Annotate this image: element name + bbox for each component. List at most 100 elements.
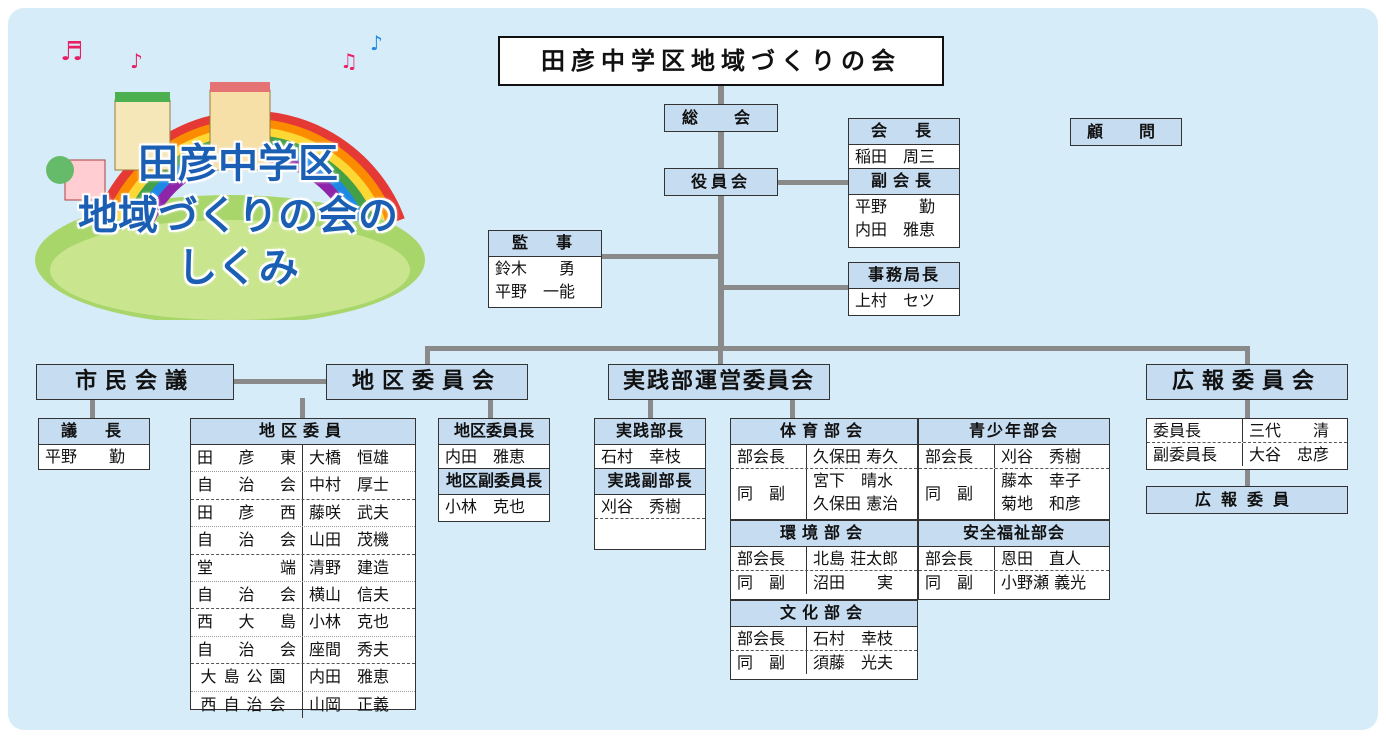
chikuiin-area-char: 会	[279, 639, 296, 659]
bunka-title: 文化部会	[731, 601, 917, 627]
drop-taiiku	[790, 398, 795, 418]
svg-text:♬: ♬	[60, 37, 83, 67]
kouhoiin-label: 広報委員	[1146, 486, 1348, 514]
drop-kouhoiin	[1245, 398, 1250, 418]
fukukaicho-title: 副会長	[849, 168, 959, 195]
chikuiin-area-char: 自	[197, 475, 214, 495]
fukukaicho-name-2: 内田 雅恵	[855, 220, 936, 239]
chikuiin-area: 自治会	[191, 472, 303, 499]
chikuiin-area-char: 東	[279, 448, 296, 467]
chikuiin-area-char: 端	[279, 557, 296, 577]
svg-text:♪: ♪	[370, 31, 383, 55]
line-shimin-chiku	[232, 379, 327, 384]
kanji-name-2: 平野 一能	[495, 282, 576, 301]
seishonen-name-3: 菊地 和彦	[1001, 494, 1082, 513]
kouho-name-2: 大谷 忠彦	[1249, 445, 1330, 464]
seishonen-box: 青少年部会 部会長刈谷 秀樹 同 副藤本 幸子菊地 和彦	[918, 418, 1110, 520]
drop-gicho	[90, 398, 95, 418]
kanji-title: 監 事	[489, 231, 601, 257]
chikuiin-area: 自治会	[191, 636, 303, 664]
chikuiincho-box: 地区委員長 内田 雅恵 地区副委員長 小林 克也	[438, 418, 550, 522]
taiiku-title: 体育部会	[731, 419, 917, 445]
chikuiin-name: 山岡 正義	[309, 694, 390, 714]
kouho-name-1: 三代 清	[1249, 421, 1330, 440]
logo-illustration: ♬ ♪ ♫ ♪	[35, 31, 425, 320]
seishonen-role-2: 同 副	[919, 469, 995, 519]
chikuiin-row: 田彦東大橋 恒雄	[191, 445, 415, 472]
kankyo-name-2: 沼田 実	[813, 573, 894, 592]
bukai-grid: 体育部会 部会長久保田 寿久 同 副宮下 晴水久保田 憲治 青少年部会 部会長 刈…	[730, 418, 1110, 680]
chikuiin-name: 山田 茂機	[309, 530, 390, 550]
seishonen-name-2: 藤本 幸子	[1001, 471, 1082, 490]
gicho-box: 議 長 平野 勤	[38, 418, 150, 470]
chikuiin-area: 西大島	[191, 609, 303, 636]
chikuiin-name: 内田 雅恵	[309, 667, 390, 687]
chikuiin-area-char: 西	[197, 612, 214, 632]
taiiku-name-3: 久保田 憲治	[813, 494, 899, 513]
chikuiin-area-char: 大島公園	[200, 667, 293, 687]
chikufukuiincho-name: 小林 克也	[445, 497, 526, 516]
anzen-title: 安全福祉部会	[919, 521, 1109, 547]
kankyo-title: 環境部会	[731, 521, 917, 547]
jissen-box: 実践部運営委員会	[608, 364, 830, 400]
fukukaicho-name-1: 平野 勤	[855, 197, 936, 216]
chikuiin-name: 座間 秀夫	[309, 639, 390, 659]
jissenbucho-title: 実践部長	[595, 419, 705, 445]
org-title: 田彦中学区地域づくりの会	[498, 36, 944, 86]
chikuiinkai-box: 地区委員会	[326, 364, 528, 400]
svg-text:♪: ♪	[130, 49, 143, 73]
chikuiin-area: 自治会	[191, 581, 303, 609]
line-jimukyoku	[720, 285, 850, 290]
kaicho-name: 稲田 周三	[855, 147, 936, 166]
chikuiin-area-char: 治	[238, 639, 255, 659]
chikuiin-area: 大島公園	[191, 664, 303, 691]
jimukyokucho-title: 事務局長	[849, 263, 959, 289]
shiminkaigi-box: 市民会議	[36, 364, 234, 400]
chikuiin-name: 横山 信夫	[309, 584, 390, 604]
drop-jissen	[718, 346, 723, 368]
anzen-box: 安全福祉部会 部会長恩田 直人 同 副小野瀬 義光	[918, 520, 1110, 600]
jissenbucho-name: 石村 幸枝	[601, 447, 682, 466]
chikuiin-row: 自治会中村 厚士	[191, 471, 415, 499]
drop-chiku	[425, 346, 430, 368]
kaicho-box: 会 長 稲田 周三 副会長 平野 勤 内田 雅恵	[848, 118, 960, 248]
chikuiin-area-char: 自	[197, 530, 214, 550]
chikuiin-area: 自治会	[191, 527, 303, 554]
kouho-role-1: 委員長	[1147, 419, 1243, 442]
chikuiin-area-char: 治	[238, 475, 255, 495]
chikuiin-row: 堂端清野 建造	[191, 553, 415, 581]
chikuiin-row: 自治会横山 信夫	[191, 580, 415, 609]
gicho-title: 議 長	[39, 419, 149, 445]
chikuiin-area-char	[239, 555, 255, 581]
seishonen-title: 青少年部会	[919, 419, 1109, 445]
kankyo-box: 環境部会 部会長北島 荘太郎 同 副沼田 実	[730, 520, 918, 600]
anzen-name-1: 恩田 直人	[1001, 549, 1082, 568]
chikuiin-name: 藤咲 武夫	[309, 502, 390, 522]
drop-kouhoiin2	[1245, 468, 1250, 488]
chikuiincho-name: 内田 雅恵	[445, 447, 526, 466]
kouho-box: 広報委員会	[1146, 364, 1348, 400]
jissenbucho-box: 実践部長 石村 幸枝 実践副部長 刈谷 秀樹	[594, 418, 706, 550]
kankyo-role-2: 同 副	[731, 571, 807, 594]
chikuiincho-title: 地区委員長	[439, 419, 549, 445]
logo-title: 田彦中学区 地域づくりの会の しくみ	[58, 138, 418, 294]
svg-text:♫: ♫	[340, 49, 358, 73]
chikuiin-area: 西自治会	[191, 691, 303, 718]
chikuiin-row: 大島公園内田 雅恵	[191, 663, 415, 691]
kankyo-name-1: 北島 荘太郎	[813, 549, 899, 568]
chikuiin-area-char: 彦	[238, 502, 255, 522]
jissenfukubucho-name: 刈谷 秀樹	[601, 497, 682, 516]
trunk-line	[718, 84, 724, 350]
chikuiin-row: 自治会山田 茂機	[191, 526, 415, 554]
soukai-label: 総 会	[664, 104, 778, 132]
chikuiin-area-char: 会	[279, 530, 296, 550]
seishonen-name-1: 刈谷 秀樹	[1001, 447, 1082, 466]
anzen-role-1: 部会長	[919, 547, 995, 570]
chikuiin-area-char: 治	[238, 584, 255, 604]
chikuiin-title: 地区委員	[191, 419, 415, 445]
chikuiin-area-char: 大	[238, 612, 255, 632]
chikuiin-area: 田彦西	[191, 499, 303, 527]
chikuiin-area-char: 西	[279, 502, 296, 522]
yakuinkai-label: 役員会	[664, 168, 778, 196]
taiiku-box: 体育部会 部会長久保田 寿久 同 副宮下 晴水久保田 憲治	[730, 418, 918, 520]
